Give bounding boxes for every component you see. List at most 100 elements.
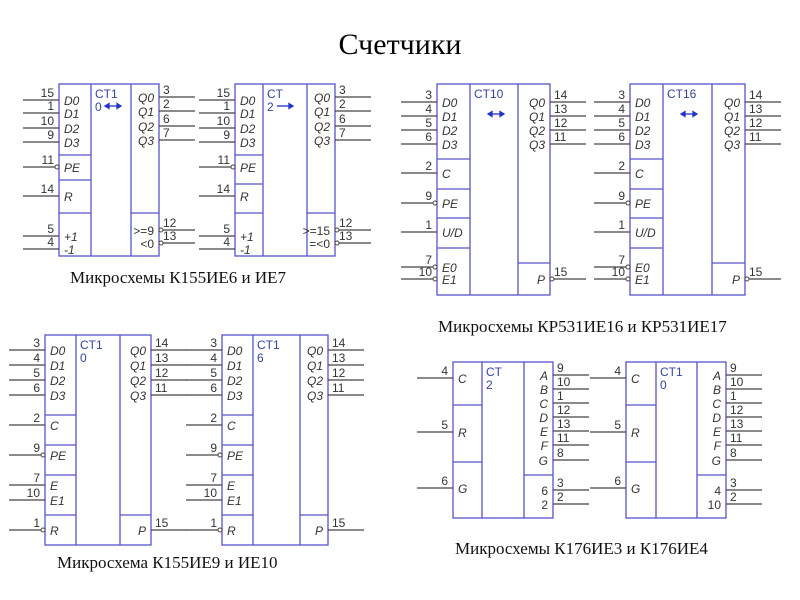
input-pin-number: 10 (204, 486, 218, 500)
output-signal-label: 2 (541, 498, 548, 512)
output-pin-number: 12 (339, 216, 353, 230)
output-pin-number: 12 (557, 403, 571, 417)
output-pin-number: 3 (730, 476, 737, 490)
input-pin-number: 10 (217, 114, 231, 128)
input-pin-number: 15 (217, 86, 231, 100)
output-signal-label: Q1 (130, 359, 146, 373)
output-signal-label: Q2 (314, 120, 330, 134)
inversion-bubble-icon (625, 200, 631, 206)
output-signal-label: Q0 (130, 344, 146, 358)
output-signal-label: E (713, 425, 722, 439)
input-pin-number: 2 (210, 411, 217, 425)
inversion-bubble-icon (54, 164, 60, 170)
output-pin-number: 13 (749, 102, 763, 116)
input-signal-label: +1 (64, 230, 78, 244)
input-signal-label: PE (50, 449, 67, 463)
output-signal-label: Q0 (529, 96, 545, 110)
input-pin-number: 9 (425, 189, 432, 203)
output-pin-number: 15 (554, 265, 568, 279)
input-signal-label: D2 (227, 374, 243, 388)
counter-label: 6 (257, 351, 264, 365)
output-pin-number: 12 (554, 116, 568, 130)
chip-outline (44, 334, 152, 546)
output-pin-number: 9 (730, 361, 737, 375)
output-signal-label: Q2 (307, 374, 323, 388)
output-signal-label: G (712, 454, 721, 468)
output-pin-number: 14 (749, 88, 763, 102)
arrowhead-right-icon (499, 110, 506, 118)
input-signal-label: C (631, 372, 640, 386)
input-pin-number: 4 (33, 351, 40, 365)
inversion-bubble-icon (744, 276, 750, 282)
input-pin-number: 2 (618, 159, 625, 173)
input-pin-number: 6 (618, 130, 625, 144)
inversion-bubble-icon (334, 240, 340, 246)
output-pin-number: 12 (730, 403, 744, 417)
output-signal-label: P (315, 524, 323, 538)
output-pin-number: 11 (557, 431, 570, 445)
input-pin-number: 3 (210, 336, 217, 350)
input-pin-number: 7 (618, 253, 625, 267)
inversion-bubble-icon (40, 527, 46, 533)
output-signal-label: =<0 (309, 237, 330, 251)
output-signal-label: Q2 (138, 120, 154, 134)
output-pin-number: 8 (730, 446, 737, 460)
output-pin-number: 12 (163, 216, 177, 230)
input-pin-number: 5 (47, 222, 54, 236)
input-signal-label: D3 (240, 136, 256, 150)
input-pin-number: 1 (210, 516, 217, 530)
counter-label: CT10 (474, 87, 504, 101)
counter-label: 2 (267, 100, 274, 114)
input-signal-label: -1 (240, 243, 251, 257)
input-signal-label: E1 (442, 273, 457, 287)
input-pin-number: 7 (210, 471, 217, 485)
input-signal-label: D3 (442, 138, 458, 152)
output-pin-number: 11 (554, 130, 567, 144)
output-signal-label: B (540, 383, 548, 397)
input-signal-label: PE (442, 197, 459, 211)
output-pin-number: 15 (155, 516, 169, 530)
chip-outline (221, 334, 329, 546)
inversion-bubble-icon (432, 264, 438, 270)
output-signal-label: F (714, 439, 722, 453)
input-pin-number: 6 (441, 474, 448, 488)
input-pin-number: 9 (618, 189, 625, 203)
inversion-bubble-icon (625, 276, 631, 282)
counter-label: CT1 (95, 87, 118, 101)
input-pin-number: 3 (425, 88, 432, 102)
output-pin-number: 15 (749, 265, 763, 279)
input-pin-number: 9 (47, 128, 54, 142)
output-signal-label: >=9 (133, 224, 154, 238)
input-signal-label: D3 (64, 136, 80, 150)
input-signal-label: R (631, 426, 640, 440)
input-pin-number: 5 (618, 116, 625, 130)
input-signal-label: R (458, 426, 467, 440)
arrowhead-right-icon (116, 102, 123, 110)
chip-outline (625, 361, 727, 519)
counter-label: 2 (486, 378, 493, 392)
output-pin-number: 6 (339, 112, 346, 126)
input-pin-number: 1 (618, 218, 625, 232)
input-signal-label: U/D (635, 226, 656, 240)
output-pin-number: 12 (155, 366, 169, 380)
output-pin-number: 1 (730, 389, 737, 403)
counter-label: CT16 (667, 87, 697, 101)
input-pin-number: 7 (33, 471, 40, 485)
input-signal-label: D1 (50, 359, 65, 373)
input-pin-number: 9 (210, 441, 217, 455)
output-pin-number: 11 (730, 431, 743, 445)
output-pin-number: 13 (332, 351, 346, 365)
output-signal-label: Q0 (307, 344, 323, 358)
output-signal-label: Q3 (307, 389, 323, 403)
output-pin-number: 2 (730, 490, 737, 504)
input-signal-label: D1 (240, 107, 255, 121)
output-pin-number: 11 (332, 381, 345, 395)
input-signal-label: D3 (50, 389, 66, 403)
input-signal-label: D0 (50, 344, 66, 358)
input-pin-number: 2 (33, 411, 40, 425)
input-signal-label: D0 (240, 94, 256, 108)
output-signal-label: Q1 (529, 110, 545, 124)
output-signal-label: Q0 (724, 96, 740, 110)
inversion-bubble-icon (625, 264, 631, 270)
